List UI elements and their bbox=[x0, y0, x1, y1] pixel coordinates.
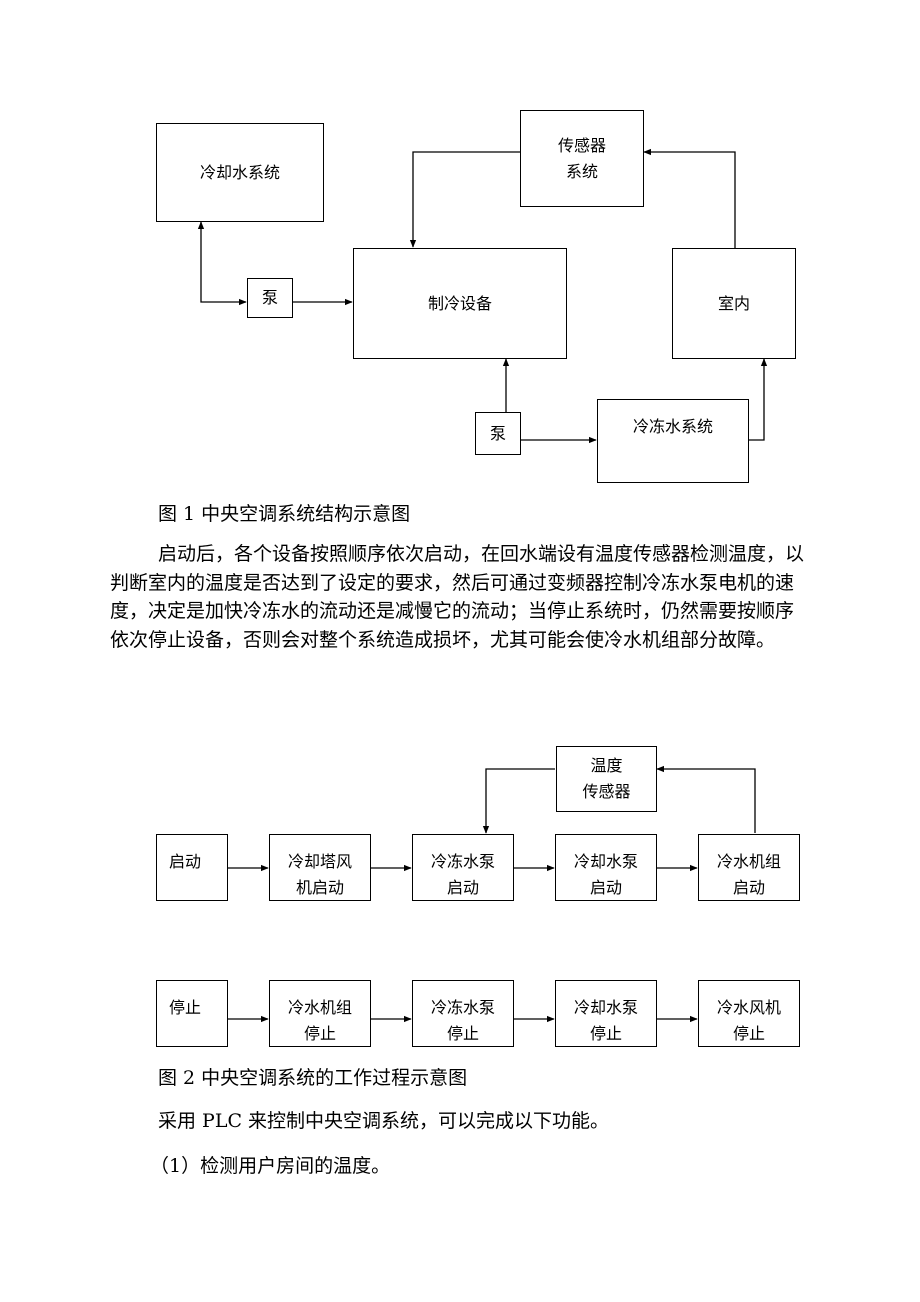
refrigeration-equipment-box: 制冷设备 bbox=[353, 248, 567, 359]
start-box: 启动 bbox=[156, 834, 228, 901]
cooling-water-pump-start-box: 冷却水泵 启动 bbox=[555, 834, 657, 901]
arrow-sensor-to-refrigeration bbox=[409, 151, 520, 248]
temperature-sensor-box: 温度 传感器 bbox=[556, 746, 657, 812]
cooling-water-pump-stop-box: 冷却水泵 停止 bbox=[555, 980, 657, 1047]
chilled-water-pump-start-box: 冷冻水泵 启动 bbox=[412, 834, 514, 901]
arrow-chiller-to-sensor bbox=[656, 765, 756, 833]
figure1-caption: 图 1 中央空调系统结构示意图 bbox=[158, 503, 411, 525]
intro-line: 采用 PLC 来控制中央空调系统，可以完成以下功能。 bbox=[158, 1110, 610, 1132]
paragraph-text: 启动后，各个设备按照顺序依次启动，在回水端设有温度传感器检测温度，以判断室内的温… bbox=[110, 543, 805, 651]
arrow-indoor-to-sensor bbox=[643, 148, 736, 248]
cooling-tower-fan-start-box: 冷却塔风 机启动 bbox=[269, 834, 371, 901]
chilled-water-pump-stop-box: 冷冻水泵 停止 bbox=[412, 980, 514, 1047]
chiller-unit-stop-box: 冷水机组 停止 bbox=[269, 980, 371, 1047]
pump-bottom-box: 泵 bbox=[475, 412, 521, 455]
figure2-caption: 图 2 中央空调系统的工作过程示意图 bbox=[158, 1067, 468, 1089]
chilled-water-fan-stop-box: 冷水风机 停止 bbox=[698, 980, 800, 1047]
indoor-box: 室内 bbox=[672, 248, 796, 359]
list-item-1: （1）检测用户房间的温度。 bbox=[150, 1155, 391, 1177]
arrow-sensor-to-chilled-pump bbox=[482, 768, 555, 834]
cooling-water-system-box: 冷却水系统 bbox=[156, 123, 324, 222]
pump-left-box: 泵 bbox=[247, 278, 293, 318]
chiller-unit-start-box: 冷水机组 启动 bbox=[698, 834, 800, 901]
body-paragraph: 启动后，各个设备按照顺序依次启动，在回水端设有温度传感器检测温度，以判断室内的温… bbox=[110, 540, 810, 654]
arrow-chilled-water-to-indoor bbox=[748, 358, 768, 441]
stop-box: 停止 bbox=[156, 980, 228, 1047]
chilled-water-system-box: 冷冻水系统 bbox=[597, 399, 749, 483]
sensor-system-box: 传感器 系统 bbox=[520, 110, 644, 207]
arrow-cooling-water-pump bbox=[197, 221, 247, 306]
